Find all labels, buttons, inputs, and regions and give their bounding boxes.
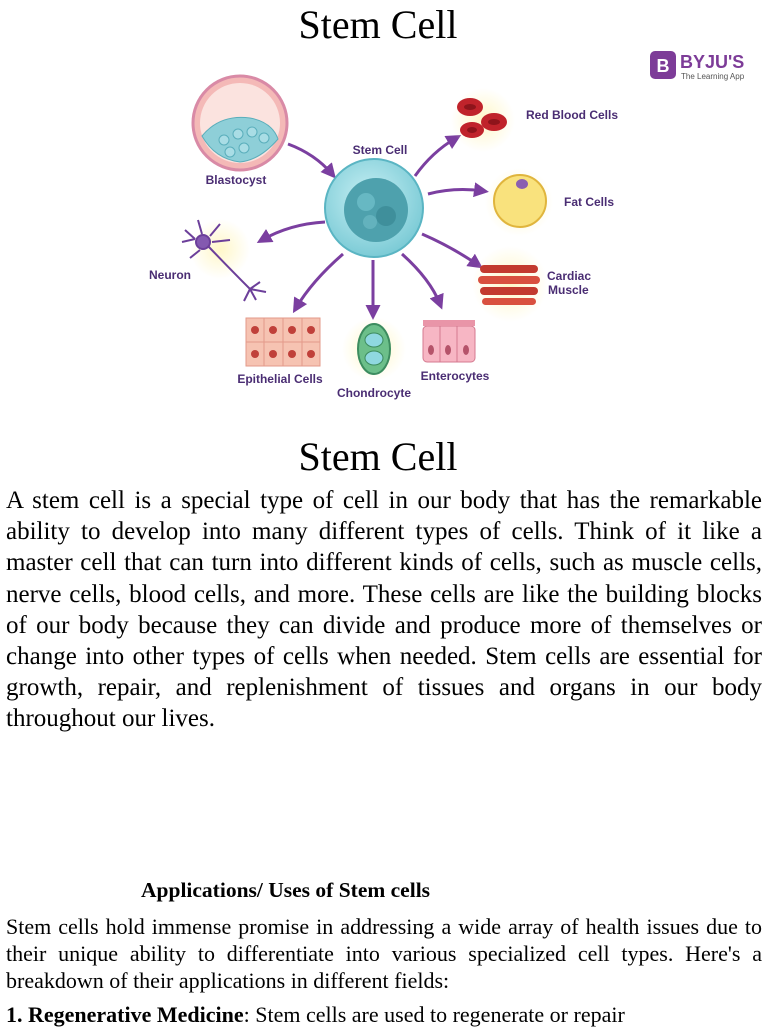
diagram-svg: B BYJU'S The Learning App Bl <box>149 51 745 400</box>
arrow-epithelial <box>292 252 344 314</box>
label-red-blood-cells: Red Blood Cells <box>526 108 618 122</box>
list-item-title: 1. Regenerative Medicine <box>6 1002 244 1027</box>
differentiation-arrows <box>256 134 489 320</box>
arrow-cardiac <box>421 232 483 269</box>
fat-cell <box>485 168 553 236</box>
intro-paragraph: A stem cell is a special type of cell in… <box>6 487 762 733</box>
logo-name: BYJU'S <box>680 52 744 72</box>
section-title: Stem Cell <box>298 434 458 479</box>
label-blastocyst: Blastocyst <box>206 173 267 187</box>
byjus-logo: B BYJU'S The Learning App <box>650 51 745 81</box>
label-neuron: Neuron <box>149 268 191 282</box>
list-item: 1. Regenerative Medicine: Stem cells are… <box>6 1001 762 1028</box>
label-fat-cells: Fat Cells <box>564 195 614 209</box>
label-enterocytes: Enterocytes <box>421 369 490 383</box>
epithelial-cells <box>245 317 321 367</box>
list-item-text: : Stem cells are used to regenerate or r… <box>243 1002 625 1027</box>
label-stem-cell: Stem Cell <box>353 143 408 157</box>
logo-mark: B <box>657 56 670 76</box>
stem-cell-diagram: B BYJU'S The Learning App Bl <box>140 44 760 410</box>
cardiac-muscle <box>472 246 548 322</box>
red-blood-cells <box>451 88 515 152</box>
applications-intro: Stem cells hold immense promise in addre… <box>6 914 762 993</box>
label-muscle: Muscle <box>548 283 589 297</box>
stem-cell <box>324 158 424 258</box>
label-cardiac: Cardiac <box>547 269 591 283</box>
neuron <box>181 219 267 302</box>
blastocyst-cell <box>191 74 289 172</box>
arrow-red-blood <box>413 134 462 177</box>
logo-tagline: The Learning App <box>681 72 745 81</box>
arrow-enterocytes <box>401 252 444 310</box>
label-epithelial-cells: Epithelial Cells <box>237 372 323 386</box>
applications-heading: Applications/ Uses of Stem cells <box>141 878 431 902</box>
chondrocyte <box>342 317 406 381</box>
label-chondrocyte: Chondrocyte <box>337 386 411 400</box>
page-title: Stem Cell <box>298 2 458 47</box>
arrow-fat <box>427 182 489 198</box>
arrow-neuron <box>256 220 326 243</box>
enterocytes <box>422 320 476 363</box>
arrow-from-blastocyst <box>287 142 336 179</box>
